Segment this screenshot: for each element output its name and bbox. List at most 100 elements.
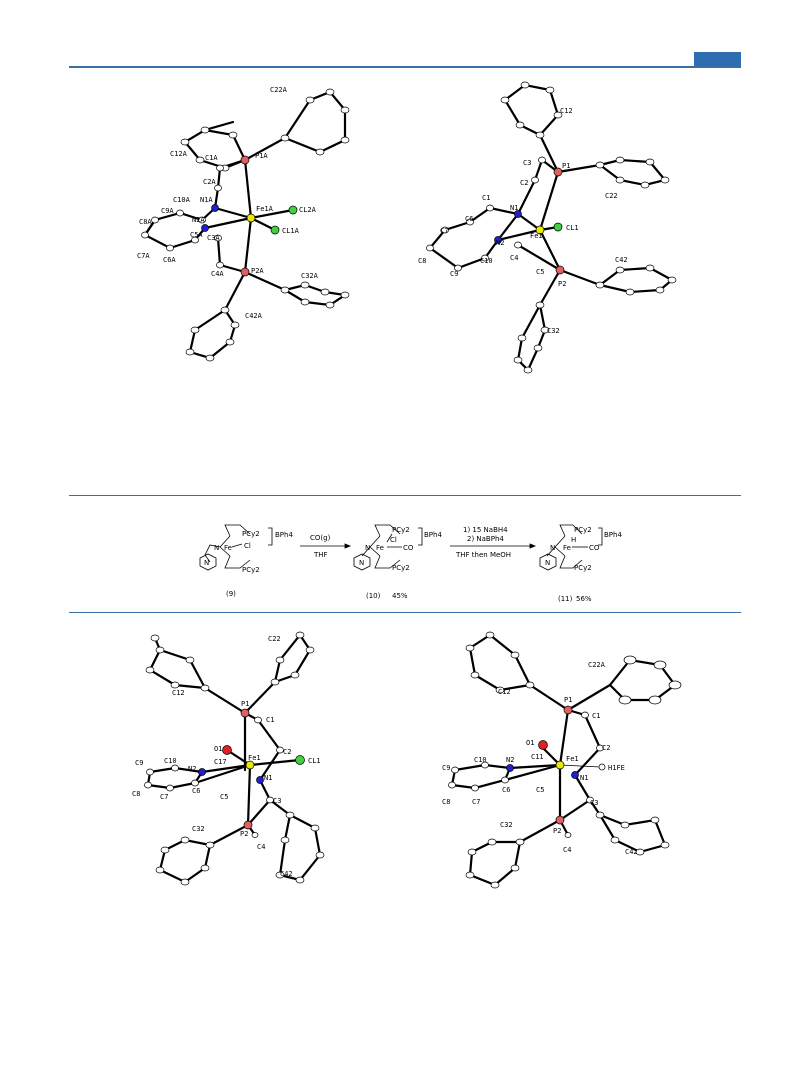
label-p2a: P2A bbox=[251, 267, 264, 275]
label-c6: C6 bbox=[465, 215, 473, 223]
label-c3: C3 bbox=[523, 159, 531, 167]
label-fe1: Fe1 bbox=[530, 232, 543, 240]
label-c7: C7 bbox=[472, 798, 480, 806]
label-p1: P1 bbox=[562, 162, 570, 170]
label-c5: C5 bbox=[220, 793, 228, 801]
arrow2-below: THF then MeOH bbox=[455, 551, 511, 559]
label-p1a: P1A bbox=[255, 152, 268, 160]
label-c10a: C10A bbox=[173, 196, 191, 204]
label-fe1: Fe1 bbox=[566, 755, 579, 763]
crystal-structure-top-right: C12 C3 P1 C2 C22 C1 N1 C6 Fe1 CL1 C7 N2 … bbox=[418, 81, 677, 374]
cmpd11-label-num: (11) bbox=[558, 595, 573, 603]
scheme-bottom-rule bbox=[69, 612, 741, 613]
label-c9: C9 bbox=[450, 270, 458, 278]
cmpd9-fe: Fe bbox=[224, 544, 232, 552]
label-c8a: C8A bbox=[139, 218, 152, 226]
label-c17: C17 bbox=[214, 758, 227, 766]
n2a-atom bbox=[201, 224, 209, 232]
label-c22: C22 bbox=[605, 192, 618, 200]
n1a-atom bbox=[211, 204, 219, 212]
label-n1: N1 bbox=[510, 204, 518, 212]
label-c22a: C22A bbox=[270, 86, 288, 94]
reaction-scheme: PCy2 BPh4 Fe Cl N N PCy2 (9) CO(g) THF P… bbox=[199, 524, 622, 603]
cmpd10-label-num: (10) bbox=[366, 592, 381, 600]
arrow2-line1: 1) 15 NaBH4 bbox=[463, 526, 508, 534]
label-c7: C7 bbox=[440, 227, 448, 235]
label-c32: C32 bbox=[547, 327, 560, 335]
label-c8: C8 bbox=[418, 257, 426, 265]
label-c32: C32 bbox=[500, 821, 513, 829]
label-n1a: N1A bbox=[200, 196, 213, 204]
label-n1: N1 bbox=[580, 774, 588, 782]
label-c10: C10 bbox=[480, 257, 493, 265]
arrow1-below: THF bbox=[313, 551, 328, 559]
label-c1: C1 bbox=[482, 194, 490, 202]
label-c2: C2 bbox=[602, 744, 610, 752]
label-c22: C22 bbox=[268, 635, 281, 643]
label-c6a: C6A bbox=[163, 256, 176, 264]
label-c12: C12 bbox=[560, 107, 573, 115]
label-c42a: C42A bbox=[245, 312, 263, 320]
label-p1: P1 bbox=[241, 700, 249, 708]
p2a-atom bbox=[240, 267, 250, 277]
label-c12a: C12A bbox=[170, 150, 188, 158]
label-c3a: C3A bbox=[207, 234, 220, 242]
cl1a-atom bbox=[270, 225, 280, 235]
label-p2: P2 bbox=[558, 280, 566, 288]
label-c42: C42 bbox=[280, 870, 293, 878]
label-c4: C4 bbox=[563, 846, 571, 854]
label-p2: P2 bbox=[553, 827, 561, 835]
crystal-structure-bottom-left: C22 C12 P1 C1 O1 Fe1 C2 CL1 C17 C9 C10 N… bbox=[132, 631, 325, 886]
cmpd10-label-yield: 45% bbox=[392, 592, 408, 600]
cmpd9-pcy2-bot: PCy2 bbox=[242, 566, 260, 574]
label-p1: P1 bbox=[564, 696, 572, 704]
cmpd9-bph4: BPh4 bbox=[275, 531, 293, 539]
label-c3: C3 bbox=[273, 797, 281, 805]
cmpd9-pcy2-top: PCy2 bbox=[242, 530, 260, 538]
label-c2a: C2A bbox=[203, 178, 216, 186]
cmpd10-co: CO bbox=[403, 544, 414, 552]
header-rule bbox=[69, 66, 741, 68]
cmpd11-bph4: BPh4 bbox=[604, 531, 622, 539]
crystal-structure-top-left: C22A P1A C12A C1A C2A C10A N1A Fe1A CL2A… bbox=[137, 86, 350, 362]
label-fe1: Fe1 bbox=[248, 754, 261, 762]
p1a-atom bbox=[240, 155, 250, 165]
cmpd10-n1: N bbox=[365, 544, 370, 552]
label-cl2a: CL2A bbox=[299, 206, 317, 214]
label-c42: C42 bbox=[625, 848, 638, 856]
label-c5: C5 bbox=[536, 268, 544, 276]
cmpd10-cl: Cl bbox=[390, 536, 397, 544]
label-cl1: CL1 bbox=[566, 224, 579, 232]
label-c42: C42 bbox=[615, 256, 628, 264]
cmpd11-fe: Fe bbox=[563, 544, 571, 552]
label-c32: C32 bbox=[192, 825, 205, 833]
cmpd11-h: H bbox=[571, 536, 576, 544]
label-c10: C10 bbox=[164, 757, 177, 765]
cl2a-atom bbox=[288, 205, 298, 215]
label-c2: C2 bbox=[520, 179, 528, 187]
fe1a-atom bbox=[246, 213, 256, 223]
label-c8: C8 bbox=[132, 790, 140, 798]
cmpd10-fe: Fe bbox=[376, 544, 384, 552]
label-c22a: C22A bbox=[588, 661, 606, 669]
cmpd10-n2: N bbox=[359, 559, 364, 567]
label-n2: N2 bbox=[496, 239, 504, 247]
label-c1a: C1A bbox=[205, 154, 218, 162]
label-c7a: C7A bbox=[137, 252, 150, 260]
crystal-structure-bottom-right: C22A C12 P1 C1 O1 C2 C11 Fe1 C9 C10 N2 H… bbox=[442, 631, 682, 889]
label-c6: C6 bbox=[502, 786, 510, 794]
cmpd9-n2: N bbox=[204, 559, 209, 567]
label-c10: C10 bbox=[474, 756, 487, 764]
label-c9: C9 bbox=[135, 759, 143, 767]
cmpd11-pcy2-bot: PCy2 bbox=[574, 564, 592, 572]
cmpd9-n1: N bbox=[214, 544, 219, 552]
label-n1: N1 bbox=[264, 774, 272, 782]
label-cl1a: CL1A bbox=[282, 227, 300, 235]
label-c3: C3 bbox=[590, 799, 598, 807]
arrow1-above: CO(g) bbox=[310, 534, 331, 542]
header-accent-tab bbox=[694, 52, 741, 67]
label-fe1a: Fe1A bbox=[256, 205, 274, 213]
label-c12: C12 bbox=[498, 688, 511, 696]
label-c12: C12 bbox=[172, 689, 185, 697]
label-c4: C4 bbox=[257, 843, 265, 851]
